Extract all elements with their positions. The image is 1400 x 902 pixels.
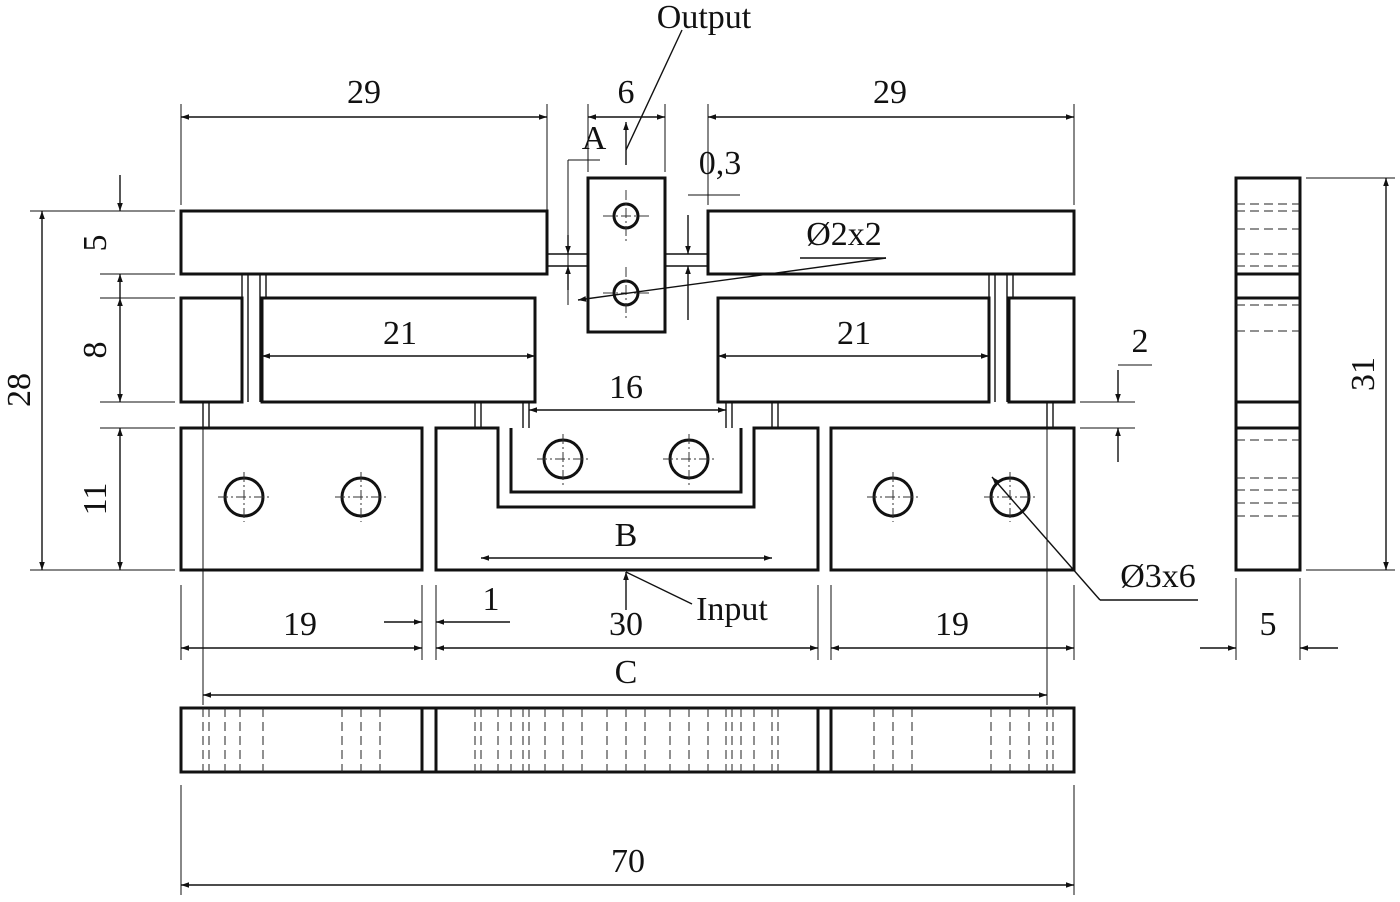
output-block — [586, 176, 667, 334]
label-c: C — [615, 654, 638, 691]
dim-height-top: 5 — [77, 235, 114, 252]
side-view — [1234, 176, 1302, 572]
dim-slit: 1 — [483, 581, 500, 618]
label-hole-large: Ø3x6 — [1120, 558, 1196, 595]
bottom-left-block — [179, 426, 424, 572]
dim-bottom-center: 30 — [609, 606, 643, 643]
dim-beam-right: 21 — [837, 315, 871, 352]
bottom-right-block — [829, 426, 1076, 572]
dim-output-width: 6 — [618, 74, 635, 111]
bottom-view — [179, 706, 1076, 774]
dimension-lines — [30, 29, 1395, 895]
dim-top-right-width: 29 — [873, 74, 907, 111]
dimension-text: Output 29 6 29 A 0,3 Ø2x2 21 21 16 2 B Ø… — [1, 0, 1382, 880]
mid-right-small-block — [1007, 296, 1076, 404]
dim-side-height: 31 — [1345, 357, 1382, 391]
dim-overall-width: 70 — [611, 843, 645, 880]
dim-height-bottom: 11 — [77, 483, 114, 516]
label-a: A — [582, 120, 607, 157]
dim-bottom-right: 19 — [935, 606, 969, 643]
mid-left-small-block — [179, 296, 244, 404]
dim-notch: 2 — [1132, 323, 1149, 360]
input-carriage — [509, 428, 743, 494]
label-hole-small: Ø2x2 — [806, 216, 882, 253]
dim-gap: 0,3 — [699, 145, 742, 182]
bottom-center-frame — [434, 426, 820, 572]
top-right-bar — [706, 209, 1076, 276]
dim-side-thickness: 5 — [1260, 606, 1277, 643]
label-output: Output — [657, 0, 752, 36]
dim-center-slot: 16 — [609, 369, 643, 406]
dim-bottom-left: 19 — [283, 606, 317, 643]
label-input: Input — [696, 591, 768, 628]
dim-beam-left: 21 — [383, 315, 417, 352]
dim-height-total: 28 — [1, 373, 38, 407]
dim-top-left-width: 29 — [347, 74, 381, 111]
label-b: B — [615, 517, 638, 554]
dim-height-mid: 8 — [77, 342, 114, 359]
top-left-bar — [179, 209, 549, 276]
